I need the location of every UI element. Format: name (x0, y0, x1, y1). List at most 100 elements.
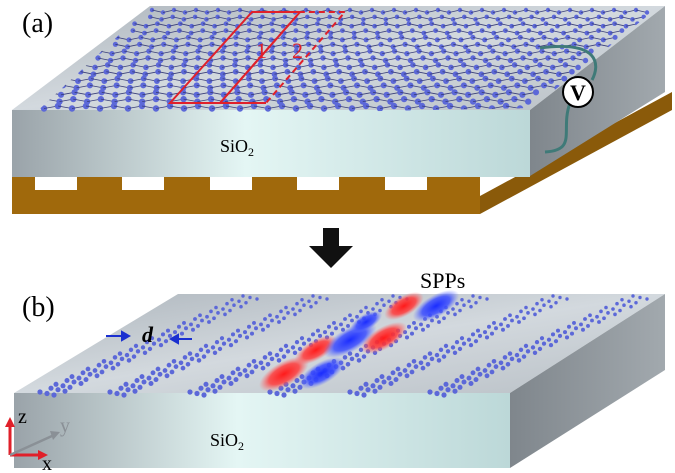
carbon-atom (470, 332, 476, 337)
carbon-atom (375, 301, 379, 306)
carbon-atom (590, 318, 594, 323)
spp-blue-spot (349, 310, 383, 334)
carbon-atom (533, 312, 537, 317)
carbon-atom (597, 320, 601, 324)
carbon-atom (505, 361, 511, 367)
carbon-atom (546, 337, 552, 342)
carbon-atom (446, 311, 450, 315)
carbon-atom (169, 369, 175, 375)
carbon-atom (233, 377, 239, 383)
carbon-atom (92, 368, 98, 373)
carbon-atom (232, 303, 236, 307)
carbon-atom (108, 360, 114, 366)
carbon-atom (180, 365, 186, 371)
carbon-atom (429, 75, 436, 82)
region-2-label: 2 (292, 38, 303, 63)
carbon-atom (298, 308, 302, 313)
carbon-atom (150, 37, 156, 43)
carbon-atom (115, 361, 121, 367)
carbon-atom (135, 349, 141, 354)
carbon-atom (209, 41, 215, 47)
carbon-atom (395, 366, 401, 372)
carbon-atom (182, 320, 186, 325)
carbon-atom (260, 365, 266, 371)
region-1-label: 1 (256, 38, 267, 63)
spp-blue-spot (298, 356, 346, 390)
spacing-label: d (142, 322, 154, 347)
carbon-atom (466, 375, 472, 381)
carbon-atom (153, 377, 159, 383)
carbon-atom (454, 339, 460, 345)
gold-grooves (35, 177, 427, 190)
carbon-atom (478, 295, 482, 300)
carbon-atom (622, 303, 626, 307)
carbon-atom (262, 355, 268, 360)
carbon-atom (631, 294, 635, 298)
slab-a-side (530, 6, 665, 176)
carbon-atom (381, 379, 387, 385)
carbon-atom (538, 308, 542, 313)
carbon-atom (141, 379, 147, 385)
carbon-atom (468, 342, 474, 348)
carbon-atom (76, 375, 82, 381)
carbon-atom (165, 328, 171, 333)
carbon-atom (506, 323, 510, 328)
carbon-atom (515, 314, 519, 319)
carbon-atom (189, 356, 195, 362)
carbon-atom (354, 41, 360, 47)
carbon-atom (525, 349, 531, 354)
carbon-atom (217, 346, 223, 352)
carbon-atom (133, 343, 139, 349)
carbon-atom (305, 14, 310, 20)
carbon-atom (87, 371, 93, 377)
carbon-atom (529, 14, 534, 20)
carbon-atom (569, 68, 575, 75)
carbon-atom (270, 64, 276, 71)
carbon-atom (237, 371, 243, 377)
spp-red-spot (294, 335, 338, 365)
carbon-atom (228, 342, 234, 348)
carbon-atom (198, 347, 204, 352)
carbon-atom (438, 385, 444, 391)
carbon-atom (382, 303, 386, 307)
carbon-atom (235, 328, 241, 333)
carbon-atom (322, 330, 328, 335)
carbon-atom (276, 98, 284, 105)
carbon-atom (629, 304, 633, 309)
carbon-atom (540, 17, 546, 22)
carbon-atom (275, 314, 279, 319)
carbon-atom (216, 311, 220, 315)
carbon-atom (645, 297, 649, 301)
carbon-atom (92, 64, 98, 71)
carbon-atom (461, 341, 467, 346)
carbon-atom (235, 366, 241, 372)
carbon-atom (441, 392, 447, 398)
carbon-atom (212, 350, 218, 355)
carbon-atom (634, 301, 638, 305)
slab-b-front (14, 393, 510, 468)
carbon-atom (615, 301, 619, 306)
carbon-atom (441, 354, 447, 359)
carbon-atom (475, 41, 481, 47)
carbon-atom (350, 318, 354, 323)
carbon-atom (148, 381, 154, 386)
carbon-atom (557, 333, 563, 338)
carbon-atom (473, 339, 479, 344)
carbon-atom (612, 34, 618, 40)
carbon-atom (558, 295, 562, 300)
carbon-atom (194, 352, 200, 358)
carbon-atom (183, 50, 189, 57)
carbon-atom (235, 95, 242, 103)
carbon-atom (290, 383, 296, 389)
carbon-atom (244, 373, 250, 379)
carbon-atom (438, 347, 444, 352)
carbon-atom (119, 356, 125, 362)
carbon-atom (475, 366, 481, 372)
carbon-atom (143, 64, 149, 71)
carbon-atom (248, 17, 254, 22)
carbon-atom (437, 320, 441, 324)
carbon-atom (619, 14, 624, 20)
carbon-atom (139, 98, 146, 105)
carbon-atom (214, 378, 220, 383)
carbon-atom (226, 337, 232, 342)
